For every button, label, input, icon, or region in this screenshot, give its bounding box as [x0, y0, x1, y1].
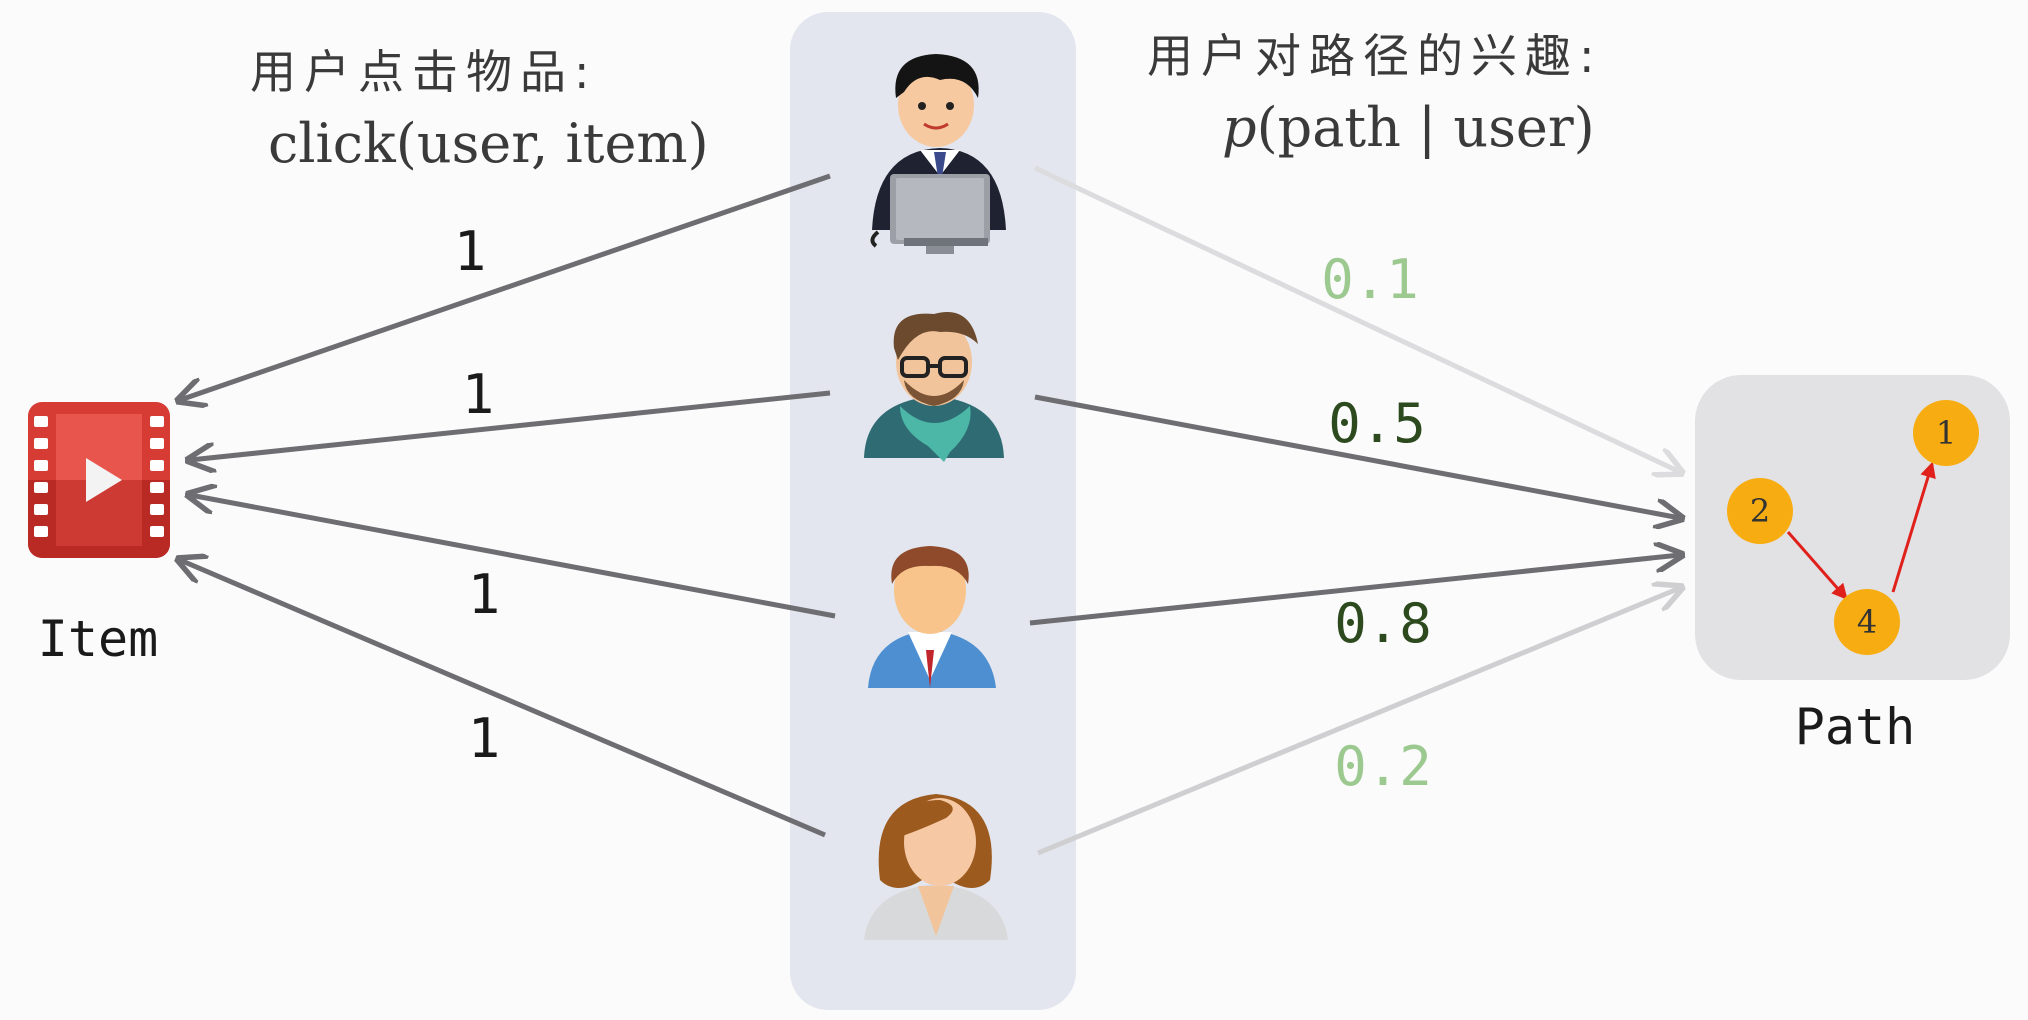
path-edge-4-to-1 [1891, 461, 1936, 593]
path-arrow-4 [1037, 588, 1680, 856]
path-node-2-label: 2 [1750, 492, 1770, 530]
video-play-icon [28, 402, 170, 558]
woman-icon [864, 794, 1008, 940]
path-node-4-label: 4 [1857, 603, 1877, 641]
path-weight-2: 0.5 [1328, 392, 1426, 455]
path-node-1-label: 1 [1936, 414, 1956, 452]
formula-p: p [1222, 96, 1257, 159]
click-weight-2: 1 [462, 363, 495, 426]
click-weight-1: 1 [454, 220, 487, 283]
path-node-2 [1727, 478, 1793, 544]
right-heading-formula: p(path | user) [1222, 96, 1595, 159]
path-weight-3: 0.8 [1334, 592, 1432, 655]
path-weight-4: 0.2 [1334, 735, 1432, 798]
item-label: Item [38, 610, 158, 668]
click-arrow-2 [190, 390, 831, 460]
formula-rest: (path | user) [1257, 96, 1595, 159]
businessman-at-computer-icon [870, 54, 1006, 254]
path-arrow-1 [1033, 165, 1680, 472]
path-weight-1: 0.1 [1321, 248, 1419, 311]
path-edge-2-to-4 [1786, 531, 1848, 601]
left-heading-title: 用户点击物品: [250, 45, 598, 99]
path-arrow-3 [1029, 555, 1680, 626]
click-arrow-3 [190, 495, 836, 619]
man-with-tie-icon [868, 546, 996, 688]
users-panel [790, 12, 1076, 1010]
right-heading-title: 用户对路径的兴趣: [1147, 29, 1603, 83]
click-weight-4: 1 [468, 707, 501, 770]
path-node-1 [1913, 400, 1979, 466]
left-heading-formula: click(user, item) [268, 112, 709, 175]
click-arrow-4 [180, 560, 826, 838]
path-arrow-2 [1034, 394, 1680, 518]
path-node-4 [1834, 589, 1900, 655]
click-weight-3: 1 [468, 563, 501, 626]
click-arrow-1 [180, 173, 831, 400]
man-with-glasses-scarf-icon [864, 312, 1004, 462]
path-label: Path [1795, 698, 1915, 756]
